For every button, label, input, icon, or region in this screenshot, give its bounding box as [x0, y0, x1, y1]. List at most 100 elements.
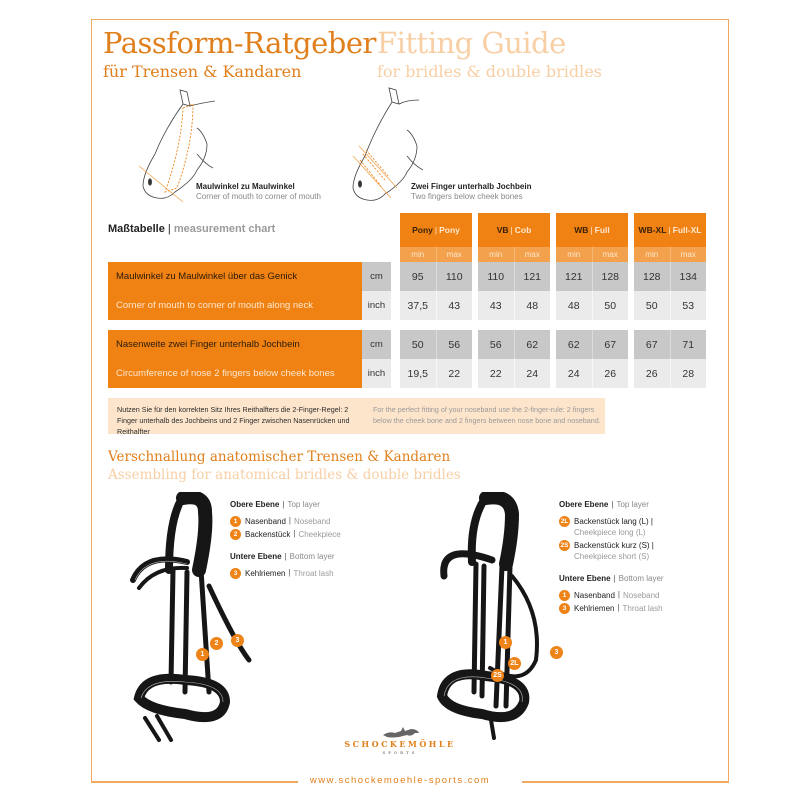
horse-rider-logo-icon	[383, 727, 419, 738]
two-finger-rule-note: Nutzen Sie für den korrekten Sitz Ihres …	[108, 398, 605, 436]
bridle-left-badge-2: 2	[210, 637, 223, 650]
legend-item-cheekpiece-short: 2S Backenstück kurz (S) |Cheekpiece shor…	[559, 540, 664, 562]
row-label-mouth-cm: Maulwinkel zu Maulwinkel über das Genick	[108, 262, 362, 291]
size-group-header: WB|Full	[556, 213, 628, 247]
cell-min: 37,5	[400, 291, 437, 320]
item-en: Noseband	[294, 517, 331, 526]
item-de: Nasenband	[245, 517, 286, 526]
item-de: Backenstück	[245, 530, 291, 539]
top-layer-en: Top layer	[287, 500, 320, 509]
number-badge-icon: 1	[230, 516, 241, 527]
number-badge-icon: 2L	[559, 516, 570, 527]
number-badge-icon: 1	[559, 590, 570, 601]
legend-top-layer-heading: Obere Ebene|Top layer	[230, 500, 320, 509]
min-label: min	[556, 247, 593, 262]
item-de: Nasenband	[574, 591, 615, 600]
unit-inch: inch	[362, 291, 391, 320]
measurement-chart-title: Maßtabelle | measurement chart	[108, 223, 275, 235]
illustration-1-caption-en: Corner of mouth to corner of mouth	[196, 192, 321, 201]
max-label: max	[602, 250, 618, 259]
item-de: Kehlriemen	[245, 569, 286, 578]
item-de: Backenstück lang (L) |	[574, 517, 654, 526]
cell-max: 28	[682, 367, 695, 380]
bottom-layer-de: Untere Ebene	[559, 574, 611, 583]
cell-max: 110	[445, 270, 463, 283]
cell-max: 24	[526, 367, 539, 380]
cell-max: 56	[448, 338, 461, 351]
size-en: Full	[594, 225, 610, 235]
subtitle-english: for bridles & double bridles	[377, 62, 602, 81]
row-label-mouth-inch: Corner of mouth to corner of mouth along…	[108, 291, 362, 320]
cell-min: 121	[556, 262, 593, 291]
max-label: max	[446, 250, 462, 259]
cell-min: 62	[556, 330, 593, 359]
bottom-layer-de: Untere Ebene	[230, 552, 282, 561]
size-de: VB	[496, 225, 509, 235]
item-en: Throat lash	[293, 569, 334, 578]
cell-min: 56	[478, 330, 515, 359]
cell-row: 50 56	[400, 330, 472, 359]
website-link[interactable]: www.schockemoehle-sports.com	[309, 775, 491, 786]
cell-row: 43 48	[478, 291, 550, 320]
size-de: WB-XL	[638, 225, 667, 235]
cell-max: 67	[604, 338, 617, 351]
subtitle-german: für Trensen & Kandaren	[103, 62, 302, 81]
bottom-layer-en: Bottom layer	[289, 552, 335, 561]
size-en: Cob	[514, 225, 532, 235]
number-badge-icon: 2S	[559, 540, 570, 551]
item-en: Cheekpiece	[298, 530, 341, 539]
cell-min: 128	[634, 262, 671, 291]
number-badge-icon: 3	[230, 568, 241, 579]
cell-min: 22	[478, 359, 515, 388]
min-label: min	[478, 247, 515, 262]
cell-min: 43	[478, 291, 515, 320]
horse-head-mouth-illustration	[138, 89, 215, 203]
cell-row: 26 28	[634, 359, 706, 388]
page-frame	[91, 19, 729, 782]
top-layer-en: Top layer	[616, 500, 649, 509]
illustration-2-caption-en: Two fingers below cheek bones	[411, 192, 523, 201]
item-en: Noseband	[623, 591, 660, 600]
cell-min: 26	[634, 359, 671, 388]
min-label: min	[400, 247, 437, 262]
size-group-header: WB-XL|Full-XL	[634, 213, 706, 247]
legend-bottom-layer-heading: Untere Ebene|Bottom layer	[230, 552, 335, 561]
item-en: Cheekpiece short (S)	[574, 552, 650, 561]
assembly-title-english: Assembling for anatomical bridles & doub…	[108, 467, 461, 483]
min-label: min	[634, 247, 671, 262]
size-en: Full-XL	[672, 225, 702, 235]
item-en: Throat lash	[622, 604, 663, 613]
cell-min: 50	[400, 330, 437, 359]
bridle-right-badge-1: 1	[499, 636, 512, 649]
cell-max: 48	[526, 299, 539, 312]
brand-logo-text: SCHOCKEMÖHLE	[344, 739, 456, 749]
row-label-nose-inch: Circumference of nose 2 fingers below ch…	[108, 359, 362, 388]
legend-top-layer-heading: Obere Ebene|Top layer	[559, 500, 649, 509]
anatomical-bridle-image-left	[130, 492, 252, 742]
bridle-right-badge-2s: 2S	[491, 669, 504, 682]
number-badge-icon: 2	[230, 529, 241, 540]
cell-min: 50	[634, 291, 671, 320]
assembly-title-german: Verschnallung anatomischer Trensen & Kan…	[108, 449, 451, 465]
bridle-left-badge-3: 3	[231, 634, 244, 647]
horse-head-nose-illustration	[352, 87, 424, 201]
bridle-left-badge-1: 1	[196, 648, 209, 661]
cell-max: 50	[604, 299, 617, 312]
